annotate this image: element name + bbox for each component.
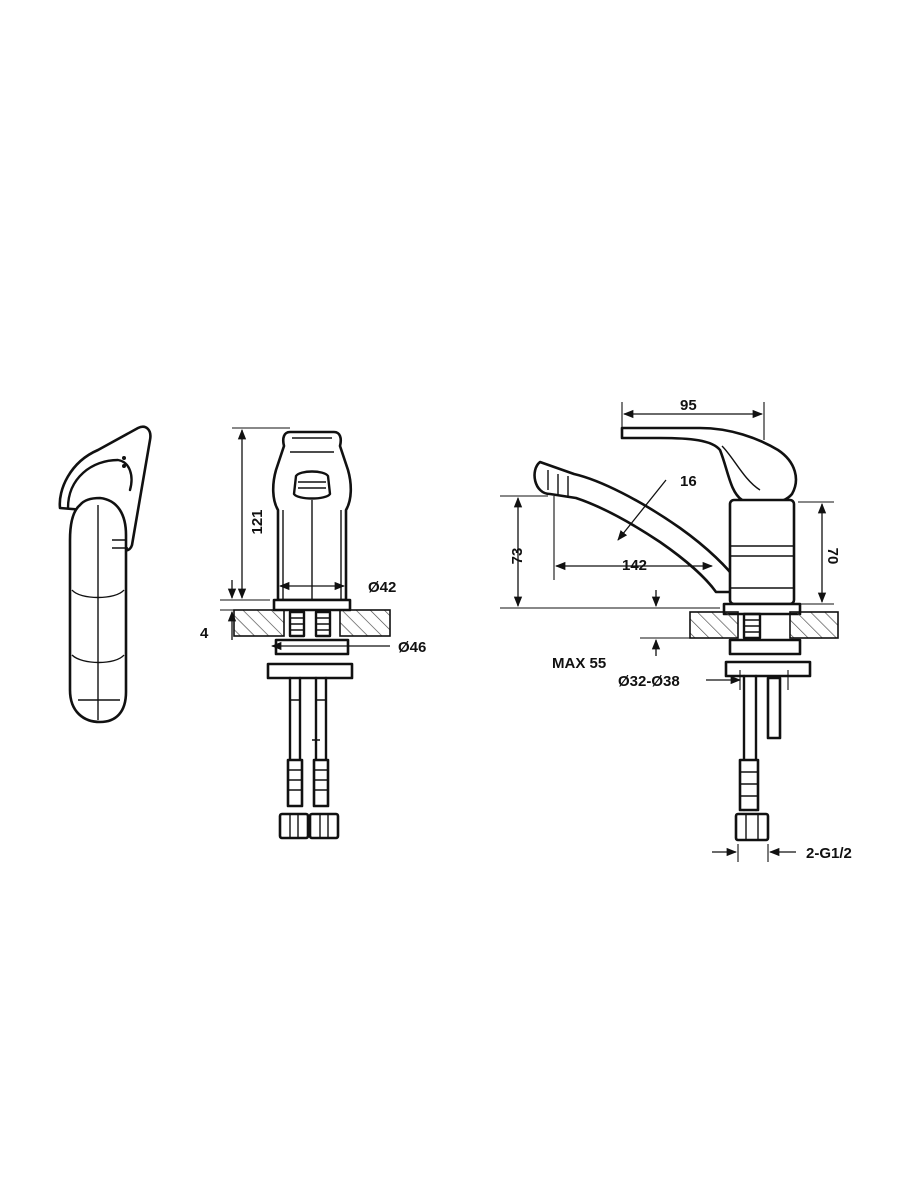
front-view-fitting-right (308, 812, 340, 840)
side-view-deck-left (689, 611, 739, 639)
dim-label-70: 70 (824, 548, 841, 565)
side-view-hose (738, 758, 760, 812)
dim-label-142: 142 (622, 557, 647, 574)
top-view (58, 425, 152, 724)
dim-label-16: 16 (680, 473, 697, 490)
dim-label-121: 121 (249, 509, 266, 534)
side-view-clamp (724, 660, 812, 678)
side-view: 95 16 73 142 70 MAX 55 Ø32-Ø38 2-G1/2 (500, 397, 852, 862)
dim-label-95: 95 (680, 397, 697, 414)
dim-label-2g12: 2-G1/2 (806, 845, 852, 862)
dim-label-max55: MAX 55 (552, 655, 606, 672)
dim-label-4: 4 (200, 625, 209, 642)
dim-label-d42: Ø42 (368, 579, 396, 596)
side-view-lever (620, 426, 798, 506)
side-view-base (722, 602, 802, 616)
front-view-clamp (266, 662, 354, 680)
front-view: 121 4 Ø42 Ø46 (200, 427, 426, 840)
side-view-spout (533, 460, 740, 594)
side-view-nut (728, 638, 802, 656)
side-view-fitting (734, 812, 770, 842)
front-view-fitting-left (278, 812, 310, 840)
dim-label-d32-d38: Ø32-Ø38 (618, 673, 680, 690)
dim-label-73: 73 (509, 548, 526, 565)
side-view-deck-right (789, 611, 839, 639)
front-view-deck-left (233, 609, 285, 637)
front-view-deck-right (339, 609, 391, 637)
front-view-base (272, 598, 352, 612)
front-view-hose-right (312, 758, 330, 808)
front-view-nut (274, 638, 350, 656)
dim-label-d46: Ø46 (398, 639, 426, 656)
side-view-pin (766, 676, 782, 740)
front-view-hose-left (286, 758, 304, 808)
